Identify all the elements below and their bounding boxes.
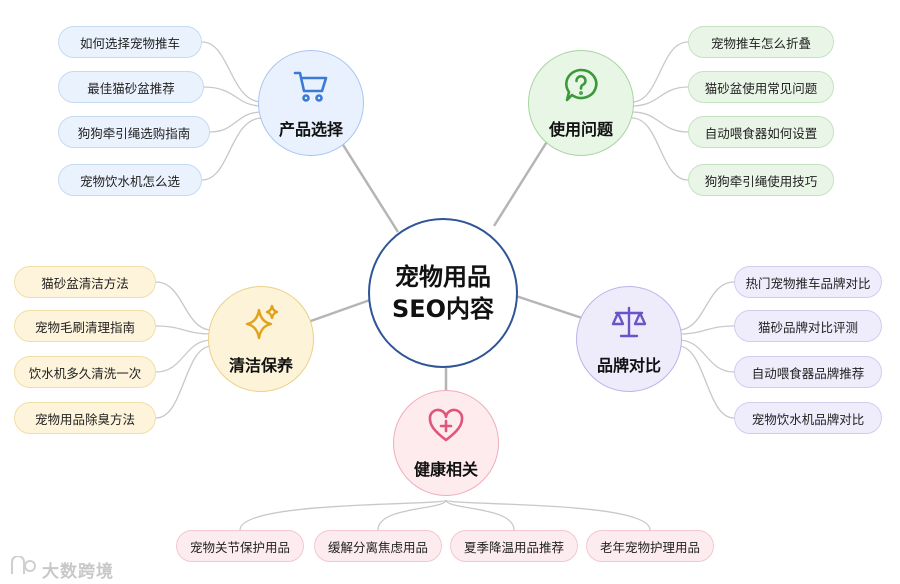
hub-label: 品牌对比 bbox=[596, 356, 661, 375]
topic-pill: 宠物关节保护用品 bbox=[176, 530, 304, 562]
sparkle-icon bbox=[241, 302, 281, 346]
heart-plus-icon bbox=[426, 406, 466, 450]
hub-label: 清洁保养 bbox=[228, 356, 293, 375]
topic-pill: 宠物用品除臭方法 bbox=[14, 402, 156, 434]
topic-pill: 缓解分离焦虑用品 bbox=[314, 530, 442, 562]
hub-label: 健康相关 bbox=[413, 460, 478, 479]
question-bubble-icon bbox=[561, 66, 601, 110]
topic-pill: 宠物饮水机品牌对比 bbox=[734, 402, 882, 434]
central-topic: 宠物用品 SEO内容 bbox=[368, 218, 518, 368]
central-topic-line2: SEO内容 bbox=[391, 295, 495, 323]
hub-label: 产品选择 bbox=[278, 120, 343, 139]
watermark-logo-icon bbox=[8, 555, 42, 583]
topic-pill: 猫砂盆清洁方法 bbox=[14, 266, 156, 298]
topic-pill: 猫砂品牌对比评测 bbox=[734, 310, 882, 342]
hub-label: 使用问题 bbox=[548, 120, 613, 139]
watermark: 大数跨境 bbox=[8, 555, 114, 583]
balance-scale-icon bbox=[609, 302, 649, 346]
topic-pill: 狗狗牵引绳使用技巧 bbox=[688, 164, 834, 196]
topic-pill: 自动喂食器品牌推荐 bbox=[734, 356, 882, 388]
hub-product-selection: 产品选择 bbox=[258, 50, 364, 156]
topic-pill: 宠物推车怎么折叠 bbox=[688, 26, 834, 58]
topic-pill: 自动喂食器如何设置 bbox=[688, 116, 834, 148]
shopping-cart-icon bbox=[291, 66, 331, 110]
watermark-text: 大数跨境 bbox=[42, 562, 114, 582]
hub-usage-questions: 使用问题 bbox=[528, 50, 634, 156]
hub-brand-comparison: 品牌对比 bbox=[576, 286, 682, 392]
topic-pill: 狗狗牵引绳选购指南 bbox=[58, 116, 210, 148]
topic-pill: 猫砂盆使用常见问题 bbox=[688, 71, 834, 103]
topic-pill: 老年宠物护理用品 bbox=[586, 530, 714, 562]
topic-pill: 宠物饮水机怎么选 bbox=[58, 164, 202, 196]
central-topic-line1: 宠物用品 bbox=[395, 262, 491, 291]
topic-pill: 如何选择宠物推车 bbox=[58, 26, 202, 58]
topic-pill: 饮水机多久清洗一次 bbox=[14, 356, 156, 388]
hub-cleaning-care: 清洁保养 bbox=[208, 286, 314, 392]
topic-pill: 夏季降温用品推荐 bbox=[450, 530, 578, 562]
topic-pill: 宠物毛刷清理指南 bbox=[14, 310, 156, 342]
hub-health: 健康相关 bbox=[393, 390, 499, 496]
topic-pill: 最佳猫砂盆推荐 bbox=[58, 71, 204, 103]
topic-pill: 热门宠物推车品牌对比 bbox=[734, 266, 882, 298]
